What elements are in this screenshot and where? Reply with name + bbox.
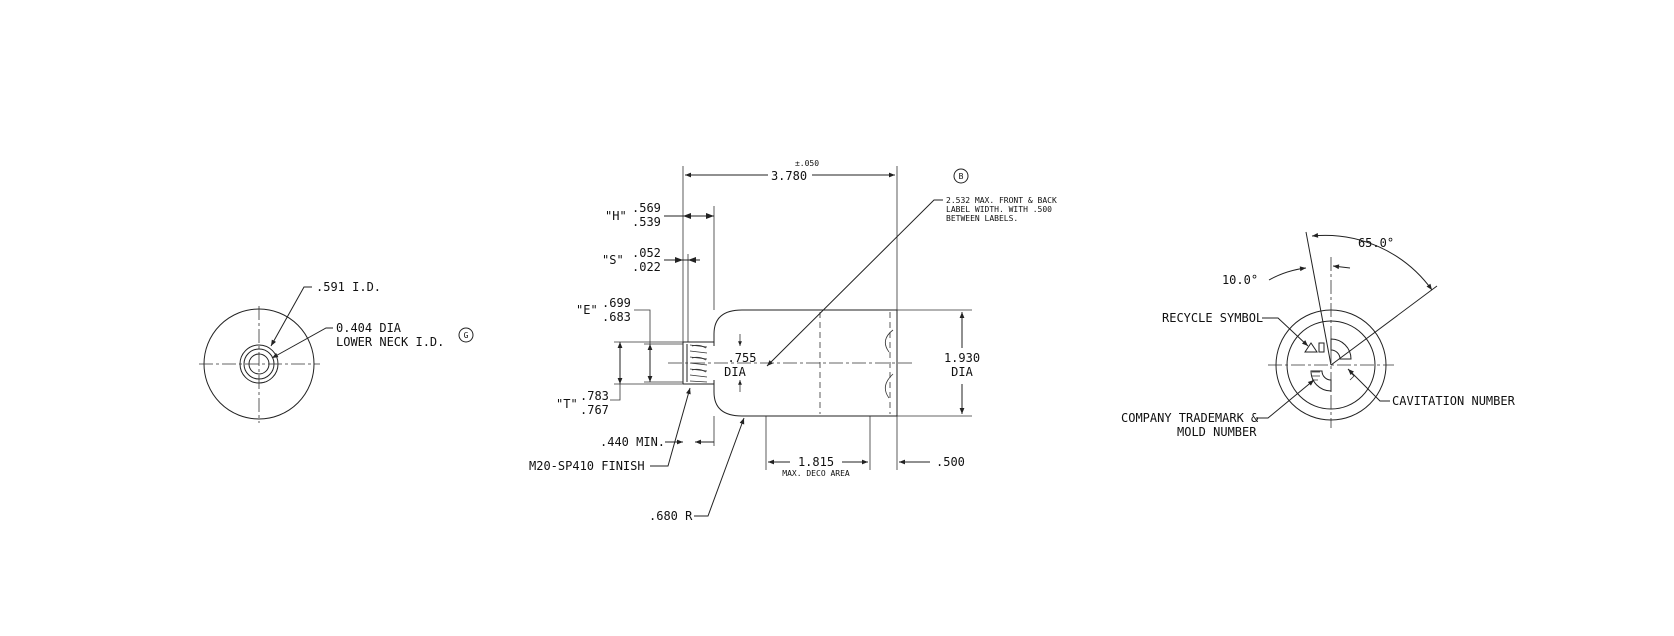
- label-body-dia-lbl: DIA: [951, 365, 973, 379]
- label-length: 3.780: [771, 169, 807, 183]
- top-view: .591 I.D. 0.404 DIA LOWER NECK I.D. G: [199, 280, 474, 423]
- label-shoulder-r: .680 R: [649, 509, 693, 523]
- leader-neck-dia: [271, 327, 333, 359]
- label-deco: 1.815: [798, 455, 834, 469]
- label-t-min: .767: [580, 403, 609, 417]
- arc-10deg-right: [1332, 264, 1351, 270]
- label-t-max: .783: [580, 389, 609, 403]
- label-width-line2: LABEL WIDTH. WITH .500: [946, 205, 1052, 214]
- arc-10deg-left: [1268, 266, 1307, 281]
- bottom-view: 65.0° 10.0° RECYCLE SYMBOL CAVITATION NU…: [1121, 231, 1516, 439]
- label-s-min: .022: [632, 260, 661, 274]
- note-b-circle: [953, 168, 969, 184]
- dim-h-arrows: [683, 213, 714, 219]
- label-h-tag: "H": [605, 209, 627, 223]
- cutout-upper: [1330, 338, 1352, 360]
- note-b-letter: B: [959, 172, 964, 181]
- label-trademark-1: COMPANY TRADEMARK &: [1121, 411, 1259, 425]
- bottle-body-outline: [713, 309, 898, 417]
- label-e-max: .699: [602, 296, 631, 310]
- label-s-max: .052: [632, 246, 661, 260]
- label-base-off: .500: [936, 455, 965, 469]
- trademark-icon: [1312, 371, 1320, 381]
- leader-label-width: [766, 199, 943, 367]
- finish-threads: [689, 344, 708, 383]
- leader-recycle: [1262, 317, 1309, 347]
- cutout-lower: [1310, 370, 1332, 392]
- ray-65deg: [1330, 285, 1438, 366]
- label-recycle: RECYCLE SYMBOL: [1162, 311, 1263, 325]
- label-neck-desc: LOWER NECK I.D.: [336, 335, 444, 349]
- label-body-dia: 1.930: [944, 351, 980, 365]
- label-angle-10: 10.0°: [1222, 273, 1258, 287]
- leader-finish: [650, 387, 691, 467]
- label-deco-lbl: MAX. DECO AREA: [782, 469, 850, 478]
- label-cavitation: CAVITATION NUMBER: [1392, 394, 1516, 408]
- label-bore-dia: DIA: [724, 365, 746, 379]
- recycle-code-block: [1318, 342, 1325, 353]
- label-t-tag: "T": [556, 397, 578, 411]
- label-id: .591 I.D.: [316, 280, 381, 294]
- ray-10deg: [1305, 231, 1332, 366]
- leader-cavitation: [1347, 368, 1390, 402]
- dim-t-leader: [610, 384, 621, 401]
- label-bore: .755: [728, 351, 757, 365]
- label-neck-dia: 0.404 DIA: [336, 321, 402, 335]
- label-width-line1: 2.532 MAX. FRONT & BACK: [946, 196, 1057, 205]
- label-e-tag: "E": [576, 303, 598, 317]
- label-angle-65: 65.0°: [1358, 236, 1394, 250]
- arc-65deg: [1311, 233, 1433, 291]
- label-finish: M20-SP410 FINISH: [529, 459, 645, 473]
- leader-trademark: [1256, 379, 1315, 419]
- finish-thread-arcs: [691, 344, 707, 373]
- label-e-min: .683: [602, 310, 631, 324]
- label-width-line3: BETWEEN LABELS.: [946, 214, 1018, 223]
- label-s-tag: "S": [602, 253, 624, 267]
- side-view: 3.780 ±.050 B 2.532 MAX. FRONT & BACK LA…: [529, 159, 1057, 523]
- note-g-letter: G: [464, 331, 469, 340]
- base-feet: [884, 329, 894, 399]
- label-h-max: .569: [632, 201, 661, 215]
- label-h-min: .539: [632, 215, 661, 229]
- leader-shoulder-r: [694, 417, 745, 517]
- dim-e-leader: [634, 309, 651, 346]
- dim-s-arrows: [675, 257, 696, 263]
- label-trademark-2: MOLD NUMBER: [1177, 425, 1257, 439]
- label-neck-min: .440 MIN.: [600, 435, 665, 449]
- note-g-circle: [458, 327, 474, 343]
- leader-id: [270, 286, 312, 347]
- recycle-icon: [1304, 342, 1318, 353]
- label-length-tol: ±.050: [795, 159, 819, 168]
